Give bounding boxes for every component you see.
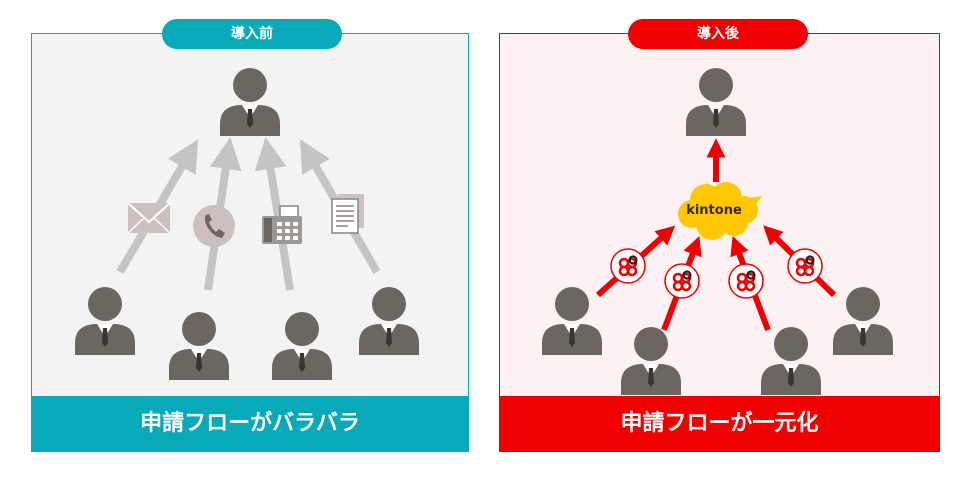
kintone-app-icon <box>610 248 646 284</box>
before-caption: 申請フローがバラバラ <box>31 396 469 452</box>
phone-icon <box>193 205 235 247</box>
person-icon <box>359 287 419 355</box>
document-icon <box>331 194 364 234</box>
before-badge: 導入前 <box>162 19 342 49</box>
envelope-icon <box>127 202 171 234</box>
person-icon <box>686 68 746 136</box>
person-icon <box>542 287 602 355</box>
before-panel: 導入前 申請フローがバラバラ <box>31 19 469 452</box>
person-icon <box>272 312 332 380</box>
person-icon <box>75 287 135 355</box>
kintone-app-icon <box>664 263 700 299</box>
person-icon <box>761 327 821 395</box>
person-icon <box>621 327 681 395</box>
cloud-icon: kintone <box>678 182 762 240</box>
kintone-app-icon <box>787 248 823 284</box>
after-panel: 導入後 申請フローが一元化 <box>499 19 940 452</box>
person-icon <box>169 312 229 380</box>
after-badge: 導入後 <box>628 19 808 49</box>
fax-icon <box>262 205 302 244</box>
after-caption: 申請フローが一元化 <box>499 396 940 452</box>
person-icon <box>833 287 893 355</box>
kintone-label: kintone <box>686 203 742 218</box>
person-icon <box>220 68 280 136</box>
kintone-app-icon <box>728 263 764 299</box>
